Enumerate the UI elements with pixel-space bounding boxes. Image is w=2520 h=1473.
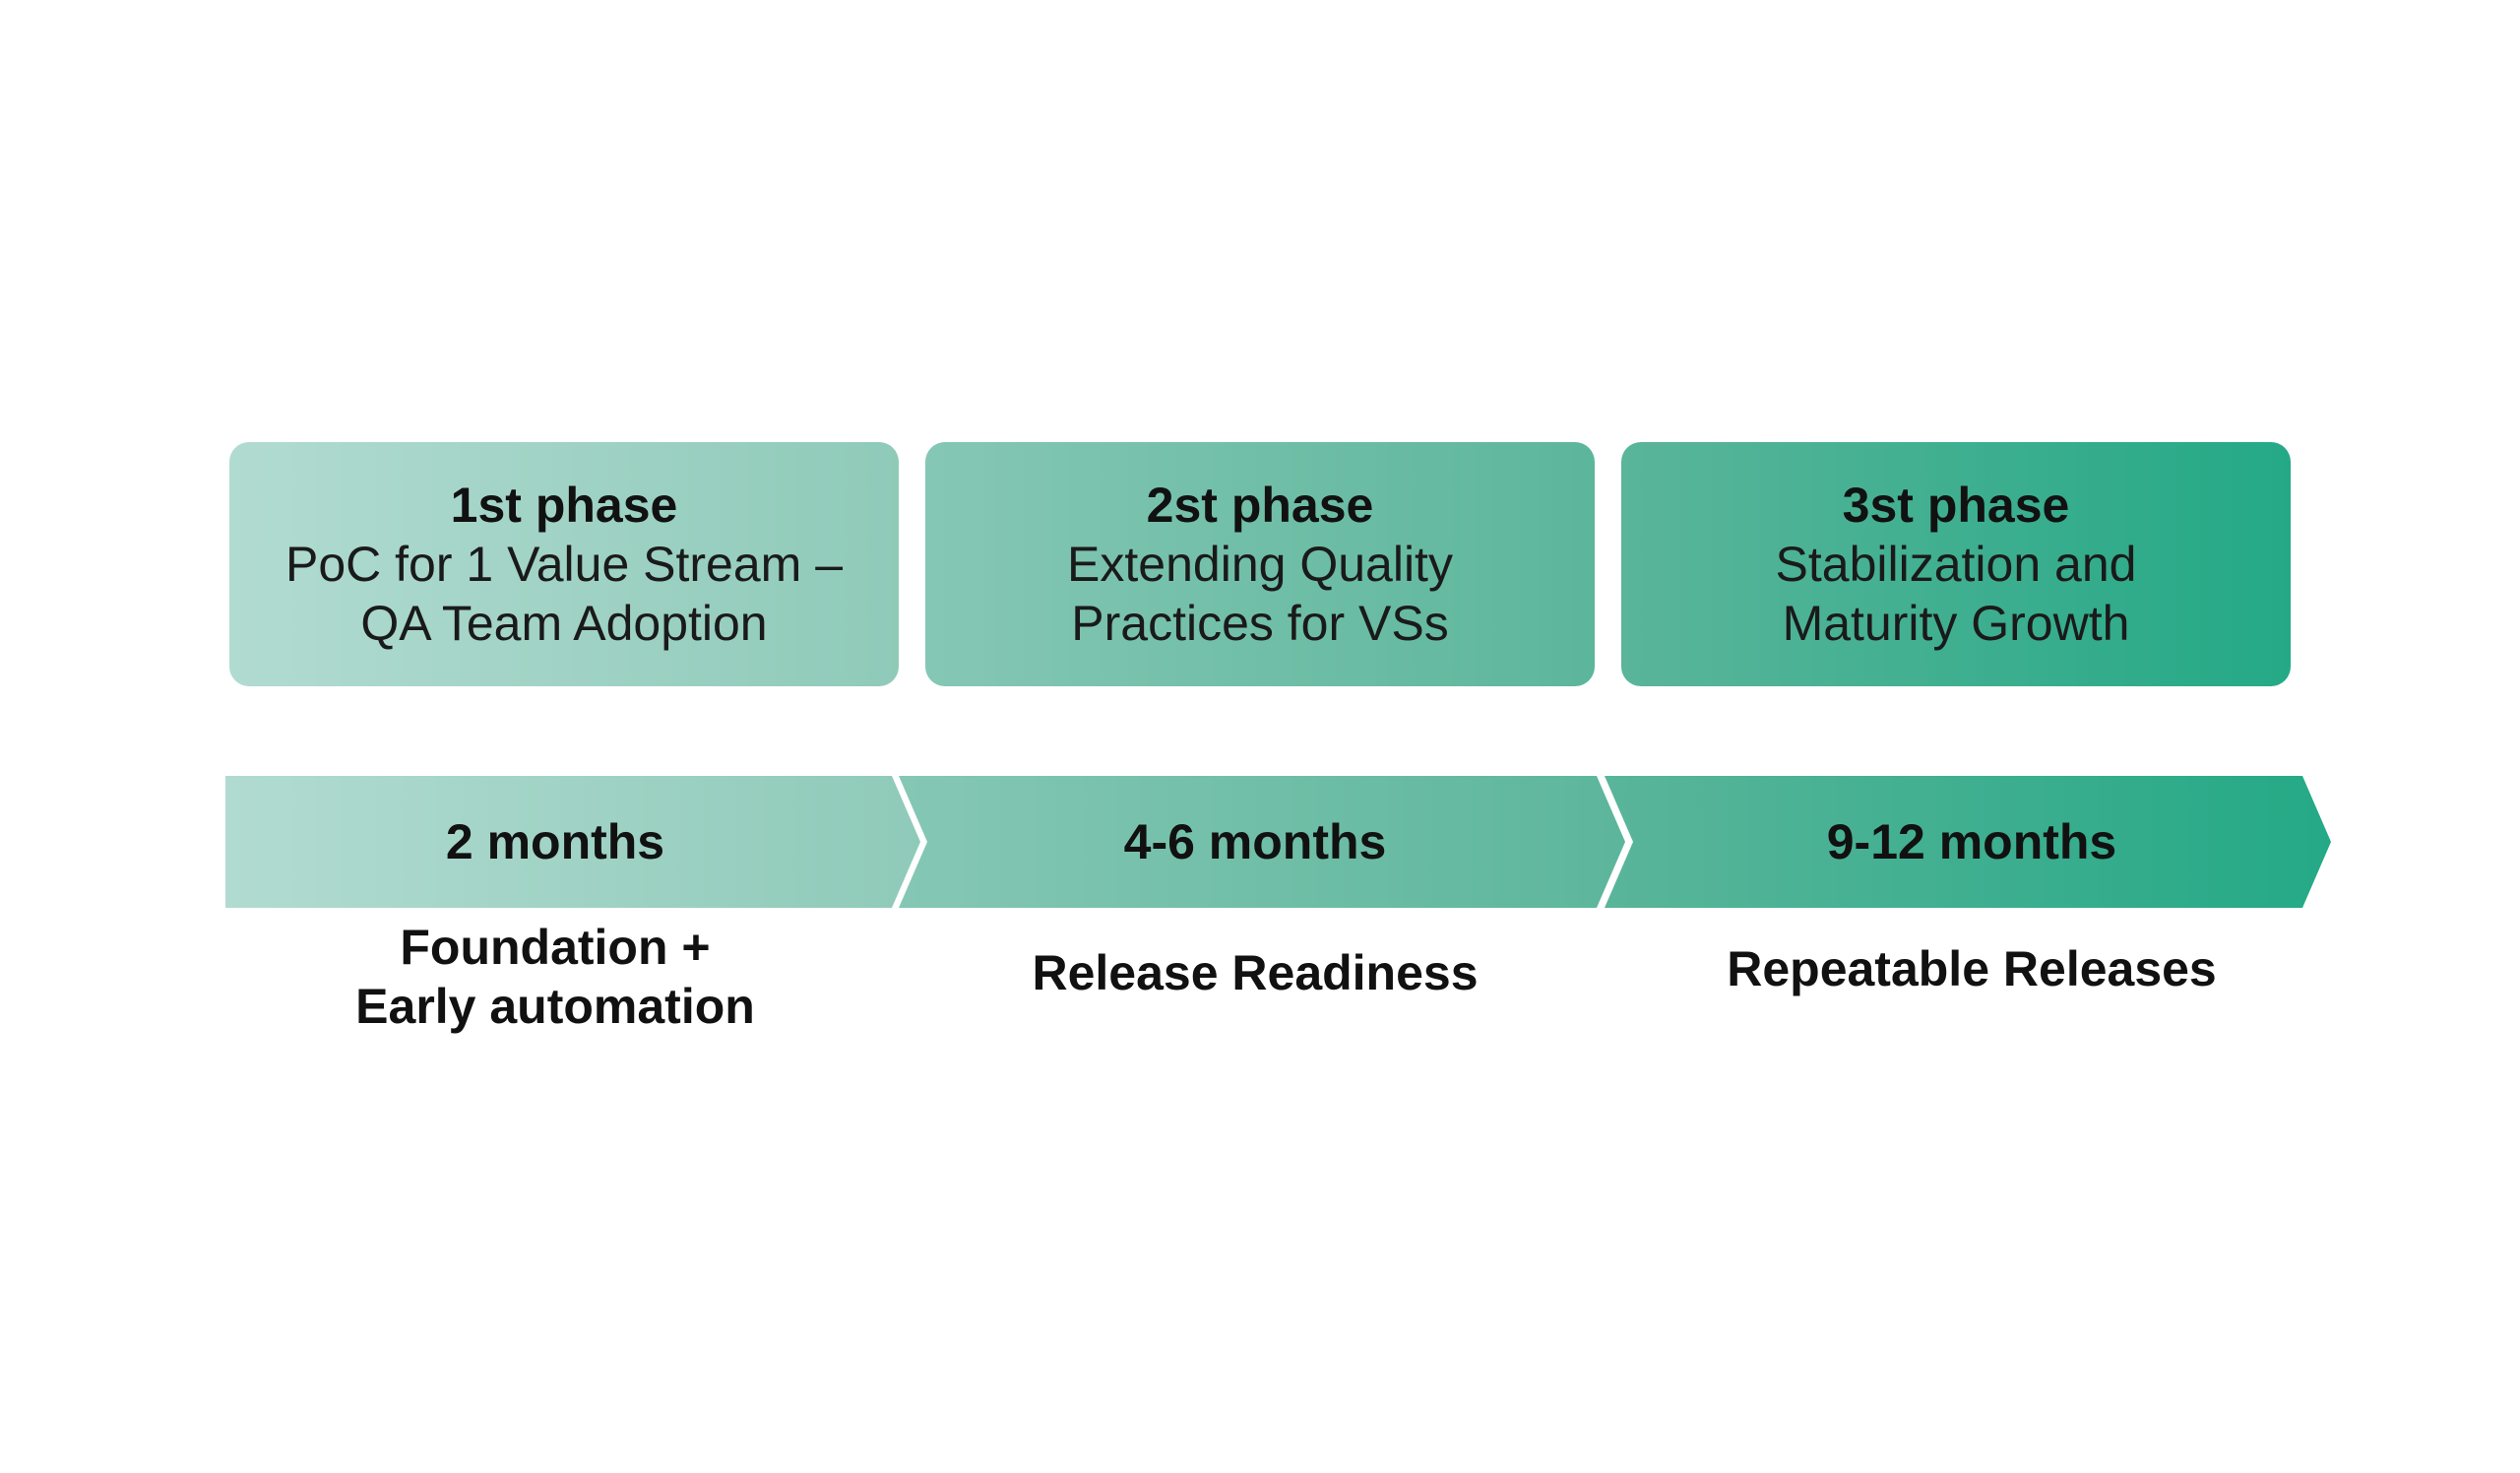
timeline-segment-2: [899, 776, 1625, 908]
phase-title: 2st phase: [1146, 478, 1374, 533]
phase-description: PoC for 1 Value Stream – QA Team Adoptio…: [284, 537, 843, 651]
phase-title: 1st phase: [450, 478, 678, 533]
timeline-segment-3: [1605, 776, 2331, 908]
outcome-label-3: Repeatable Releases: [1727, 941, 2217, 996]
outcome-label-1: Foundation + Early automation: [355, 920, 755, 1034]
phase-box-1: 1st phase PoC for 1 Value Stream – QA Te…: [229, 442, 899, 686]
timeline-segment-1: [225, 776, 920, 908]
duration-label-3: 9-12 months: [1826, 814, 2117, 869]
duration-label-2: 4-6 months: [1123, 814, 1387, 869]
phase-box-3: 3st phase Stabilization and Maturity Gro…: [1621, 442, 2291, 686]
phase-description: Stabilization and Maturity Growth: [1775, 537, 2137, 651]
phase-title: 3st phase: [1842, 478, 2070, 533]
phase-box-2: 2st phase Extending Quality Practices fo…: [925, 442, 1595, 686]
duration-label-1: 2 months: [445, 814, 665, 869]
outcome-label-2: Release Readiness: [1032, 945, 1479, 1000]
phase-description: Extending Quality Practices for VSs: [1067, 537, 1453, 651]
